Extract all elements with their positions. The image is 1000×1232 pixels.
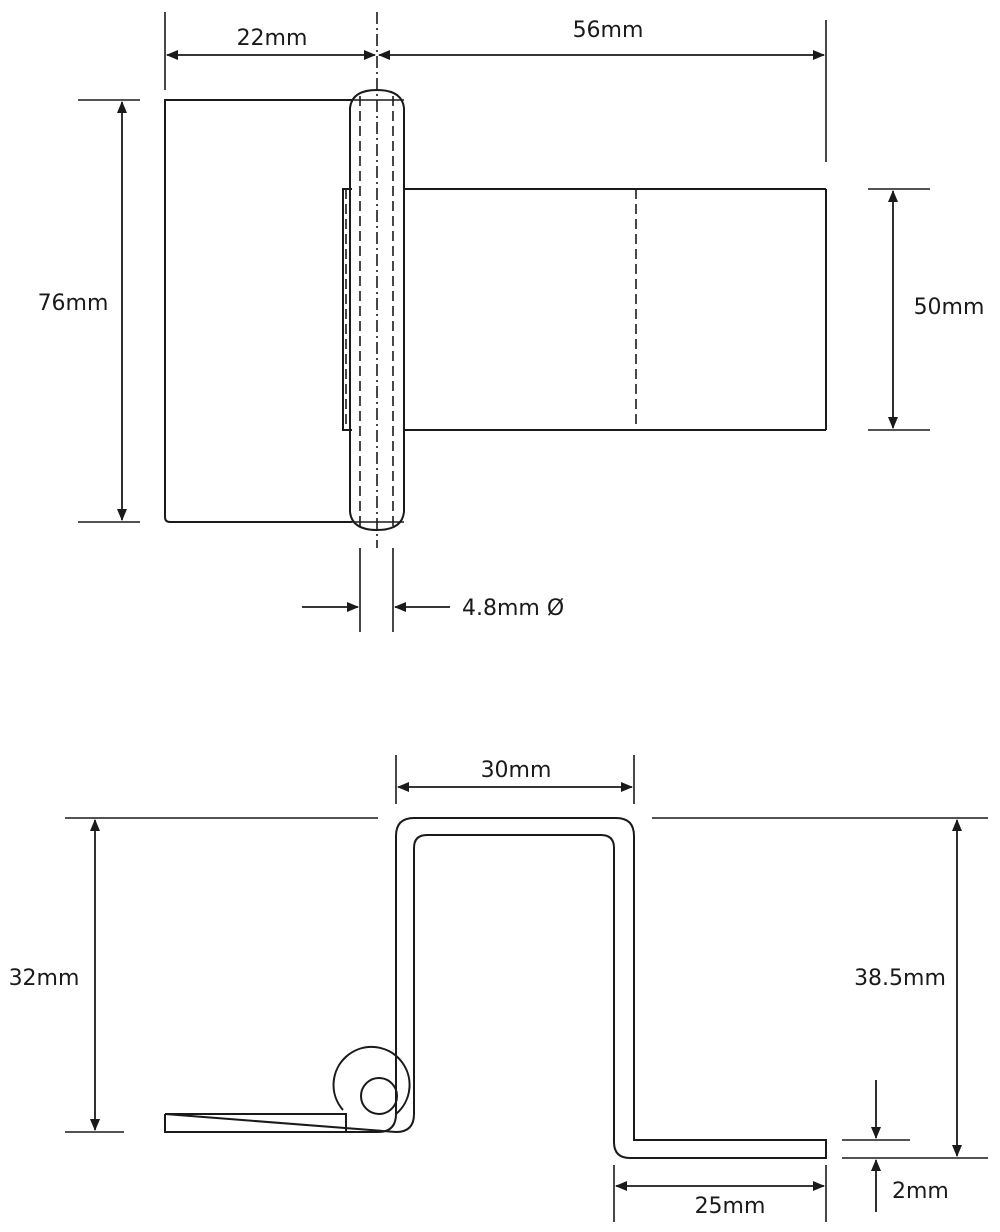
label-left-height: 32mm — [9, 966, 80, 991]
strip-profile-outer — [164, 817, 827, 1159]
left-leaf-outline — [164, 99, 352, 523]
label-offset-width: 30mm — [481, 758, 552, 783]
side-view: 30mm 32mm 38.5mm 25mm 2mm — [9, 755, 988, 1222]
knuckle-curl — [332, 1045, 411, 1115]
label-flag-width: 56mm — [573, 18, 644, 43]
label-foot-length: 25mm — [695, 1194, 766, 1219]
knuckle-barrel — [349, 88, 405, 532]
label-leaf-height: 76mm — [38, 291, 109, 316]
label-right-height: 38.5mm — [854, 966, 946, 991]
label-leaf-width: 22mm — [237, 26, 308, 51]
label-pin-diameter: 4.8mm Ø — [462, 596, 564, 621]
flag-plate-outline — [342, 188, 352, 431]
label-flag-height: 50mm — [914, 295, 985, 320]
pin-section — [360, 1077, 398, 1115]
strip-left-foot — [164, 1114, 378, 1133]
front-view: 22mm 56mm 76mm 50mm 4.8mm Ø — [38, 12, 985, 632]
label-thickness: 2mm — [892, 1179, 949, 1204]
